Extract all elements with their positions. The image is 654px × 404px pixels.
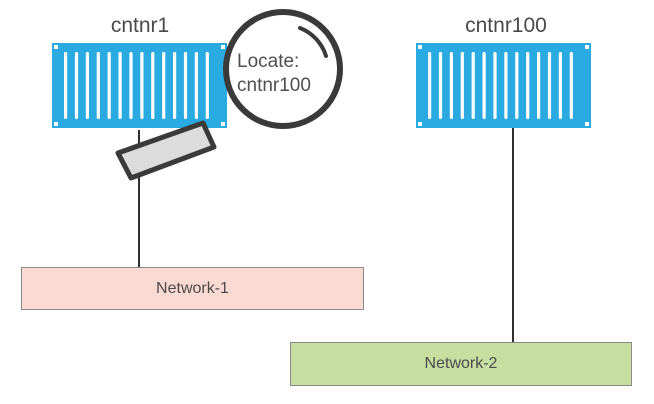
container-stripe	[515, 52, 519, 119]
container-bolt	[585, 45, 589, 49]
container-stripe	[118, 52, 122, 119]
container-bolt	[221, 45, 225, 49]
magnifying-glass-icon	[115, 9, 343, 181]
container-stripes	[428, 52, 573, 119]
magnifier-handle	[115, 120, 217, 181]
container-bolt	[54, 122, 58, 126]
container-bolt	[418, 45, 422, 49]
container-stripe	[471, 52, 475, 119]
locate-callout: Locate: cntnr100	[237, 50, 333, 98]
locate-callout-line2: cntnr100	[237, 75, 311, 96]
container-stripe	[183, 52, 188, 119]
container-body	[52, 43, 227, 128]
container-stripe	[129, 52, 133, 119]
container-stripe	[558, 52, 562, 119]
container-body	[416, 43, 591, 128]
container-stripe	[85, 52, 89, 119]
container-stripe	[482, 52, 486, 119]
container-stripe	[194, 52, 198, 119]
container-stripe	[173, 52, 177, 119]
container-stripe	[449, 52, 453, 119]
container-stripe	[438, 52, 443, 119]
container-stripe	[151, 52, 155, 119]
locate-callout-line1: Locate:	[237, 51, 300, 72]
container-stripe	[569, 52, 573, 119]
shipping-container-icon[interactable]	[416, 43, 591, 128]
container-stripe	[493, 52, 497, 119]
shipping-container-icon[interactable]	[52, 43, 227, 128]
network-1-label: Network-1	[156, 279, 229, 297]
container-stripe	[74, 52, 79, 119]
container-stripes	[64, 52, 209, 119]
network-2-label: Network-2	[424, 355, 498, 372]
network-1-box[interactable]: Network-1	[21, 267, 364, 310]
container-stripe	[205, 52, 209, 119]
container-stripe	[107, 52, 111, 119]
container-stripe	[428, 52, 432, 119]
container-stripe	[96, 52, 100, 119]
network-2-box[interactable]: Network-2	[290, 342, 632, 386]
container-stripe	[526, 52, 530, 119]
container-stripe	[162, 52, 166, 119]
container-stripe	[460, 52, 464, 119]
container-bolt	[418, 122, 422, 126]
container-label-cntnr1: cntnr1	[110, 14, 170, 37]
container-stripe	[547, 52, 552, 119]
container-stripe	[64, 52, 68, 119]
magnifier-glint	[298, 26, 328, 58]
magnifier-ring	[223, 9, 343, 129]
container-stripe	[140, 52, 144, 119]
container-bolt	[585, 122, 589, 126]
container-bolt	[54, 45, 58, 49]
container-stripe	[504, 52, 508, 119]
container-bolt	[221, 122, 225, 126]
container-label-cntnr100: cntnr100	[465, 14, 547, 37]
container-stripe	[537, 52, 541, 119]
